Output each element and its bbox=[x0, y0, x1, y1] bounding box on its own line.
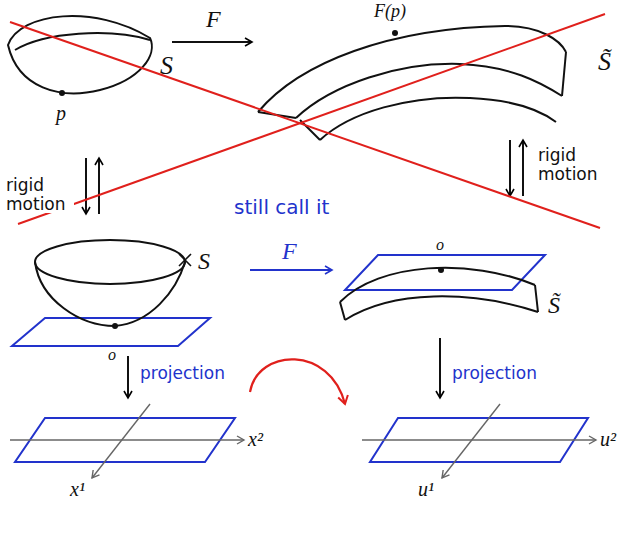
bowl-rim bbox=[35, 240, 185, 284]
rigid-motion-arrow bbox=[85, 158, 87, 214]
math-label: o bbox=[436, 236, 444, 254]
bowl-surface bbox=[35, 240, 185, 326]
math-label: S̃ bbox=[596, 48, 613, 77]
axis-line bbox=[442, 404, 500, 478]
axis-line bbox=[92, 404, 150, 478]
cap-lower bbox=[345, 296, 538, 320]
math-label: rigid motion bbox=[4, 176, 74, 213]
curved-arrow bbox=[250, 359, 345, 404]
math-label: u² bbox=[600, 428, 616, 450]
axis-line bbox=[10, 439, 244, 440]
tangent-plane bbox=[345, 255, 545, 290]
math-label: S̃ bbox=[548, 292, 560, 318]
rigid-motion-arrow bbox=[509, 140, 511, 196]
math-label: x² bbox=[248, 428, 263, 450]
math-label: o bbox=[108, 346, 116, 364]
map-arrow bbox=[250, 269, 332, 271]
math-label: projection bbox=[140, 364, 225, 383]
tangent-plane bbox=[12, 318, 210, 346]
map-arrow bbox=[172, 41, 252, 43]
cross-out-line bbox=[10, 22, 600, 228]
surface-s bbox=[8, 16, 152, 93]
cap-edge bbox=[340, 285, 538, 320]
math-label: projection bbox=[452, 364, 537, 383]
surface-top bbox=[258, 26, 566, 112]
origin-point bbox=[438, 267, 444, 273]
projection-arrow bbox=[439, 338, 441, 398]
math-label: F bbox=[206, 6, 221, 32]
math-label: x¹ bbox=[70, 478, 85, 500]
axis-line bbox=[362, 439, 596, 440]
rigid-motion-arrow bbox=[98, 158, 100, 214]
math-label: F(p) bbox=[372, 2, 408, 22]
point-p bbox=[59, 90, 65, 96]
math-label: F bbox=[282, 238, 297, 264]
math-label: S bbox=[160, 52, 173, 81]
cross-out-line bbox=[18, 14, 605, 224]
surface-outline bbox=[8, 16, 152, 93]
math-label: rigid motion bbox=[536, 146, 606, 183]
math-label: S bbox=[198, 248, 210, 274]
projection-arrow bbox=[127, 356, 129, 398]
bowl-body bbox=[35, 262, 185, 326]
origin-point bbox=[112, 323, 118, 329]
math-label: p bbox=[56, 102, 66, 124]
point-fp bbox=[392, 30, 398, 36]
cap-surface bbox=[340, 268, 538, 320]
star-mark bbox=[179, 254, 191, 266]
math-label: still call it bbox=[232, 196, 331, 218]
surface-edge bbox=[562, 52, 566, 96]
math-label: u¹ bbox=[418, 478, 434, 500]
rigid-motion-arrow bbox=[522, 140, 524, 196]
